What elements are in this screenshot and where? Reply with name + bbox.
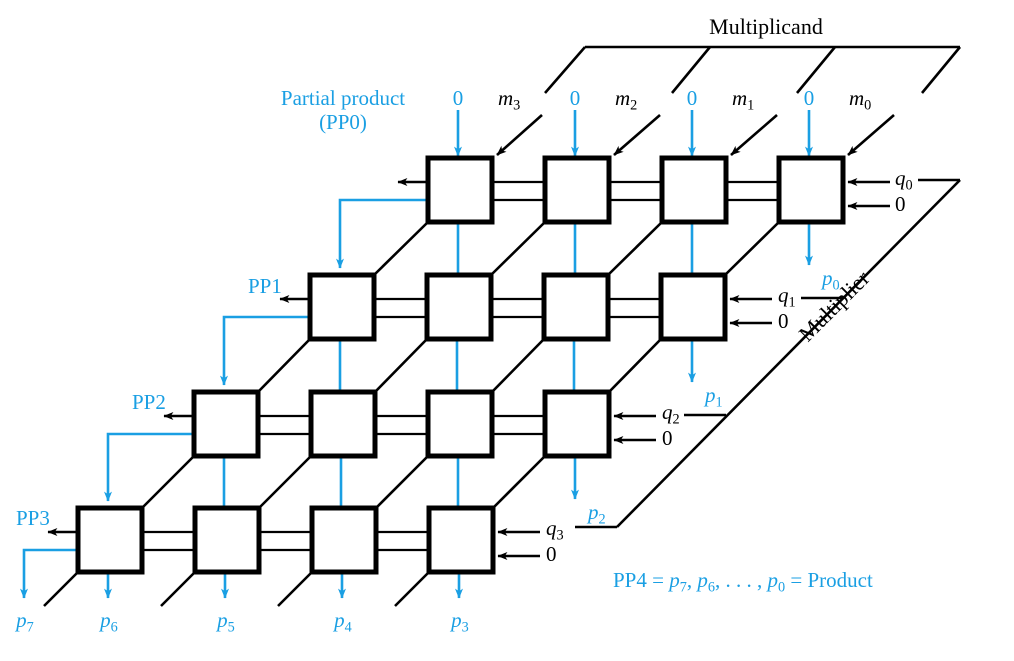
- adder-cell: [191, 389, 261, 459]
- zero-input-label: 0: [452, 86, 464, 110]
- multiplicand-bit-label: m3: [498, 86, 521, 114]
- adder-cell: [309, 505, 379, 575]
- adder-cell: [659, 155, 729, 225]
- product-bit-label: p2: [588, 500, 606, 528]
- row-zero-input-label: 0: [895, 192, 906, 216]
- pp2-label: PP2: [132, 390, 166, 414]
- product-bit-label: p5: [217, 608, 235, 636]
- pp3-label: PP3: [16, 506, 50, 530]
- row-zero-input-label: 0: [546, 542, 557, 566]
- pp1-label: PP1: [248, 274, 282, 298]
- adder-cell: [426, 505, 496, 575]
- adder-cell-grid: [75, 155, 846, 575]
- multiplier-bit-label: q1: [778, 283, 796, 311]
- row-left-output-arrows: [47, 178, 428, 536]
- product-bit-label: p0: [822, 266, 840, 294]
- row-zero-input-label: 0: [778, 309, 789, 333]
- adder-cell: [542, 155, 612, 225]
- partial-product-feedback-wires: [20, 198, 428, 599]
- multiplicand-title: Multiplicand: [709, 14, 823, 39]
- product-bit-label: p1: [705, 383, 723, 411]
- product-bit-label: p7: [16, 608, 34, 636]
- product-bit-label: p4: [334, 608, 352, 636]
- multiplier-bus: [575, 178, 961, 529]
- multiplier-bit-label: q3: [546, 516, 564, 544]
- cell-double-rails: [142, 180, 779, 552]
- adder-cell: [192, 505, 262, 575]
- multiplicand-bit-label: m0: [849, 86, 872, 114]
- partial-product-label-line1: Partial product: [280, 86, 406, 110]
- product-bit-label: p6: [100, 608, 118, 636]
- adder-cell: [307, 272, 377, 342]
- product-bit-label: p3: [451, 608, 469, 636]
- adder-cell: [542, 389, 612, 459]
- multiplicand-bit-arrows: [496, 114, 895, 156]
- zero-input-label: 0: [569, 86, 581, 110]
- product-output-arrows: [104, 222, 813, 599]
- multiplier-bit-label: q2: [662, 400, 680, 428]
- adder-cell: [308, 389, 378, 459]
- adder-cell: [425, 155, 495, 225]
- partial-sum-vertical-wires: [222, 222, 694, 508]
- zero-input-label: 0: [803, 86, 815, 110]
- multiplicand-bit-label: m2: [615, 86, 638, 114]
- multiplier-bit-arrows: [497, 178, 890, 560]
- zero-input-arrows: [454, 110, 813, 157]
- adder-cell: [425, 389, 495, 459]
- adder-cell: [776, 155, 846, 225]
- carry-diagonal-wires: [43, 221, 780, 607]
- product-summary-note: PP4 = p7, p6, . . . , p0 = Product: [613, 568, 873, 596]
- adder-cell: [424, 272, 494, 342]
- adder-cell: [75, 505, 145, 575]
- zero-input-label: 0: [686, 86, 698, 110]
- partial-product-label-line2: (PP0): [319, 110, 367, 134]
- multiplicand-bit-label: m1: [732, 86, 755, 114]
- multiplicand-bus: [544, 45, 962, 94]
- adder-cell: [541, 272, 611, 342]
- multiplier-bit-label: q0: [895, 166, 913, 194]
- adder-cell: [658, 272, 728, 342]
- row-zero-input-label: 0: [662, 426, 673, 450]
